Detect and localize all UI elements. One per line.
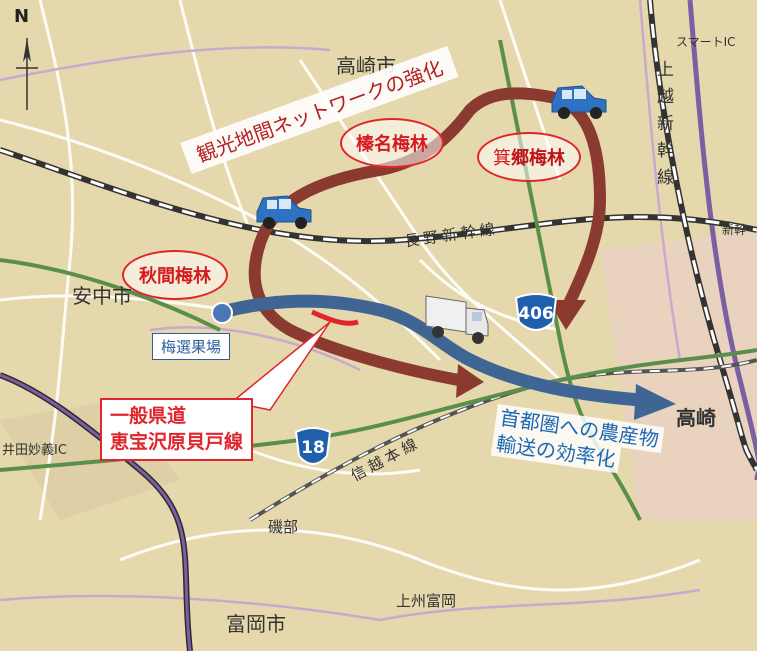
road-callout-line2: 恵宝沢原貝戸線 xyxy=(110,430,244,453)
logistics-route xyxy=(215,294,647,407)
city-takasaki: 高崎 xyxy=(676,406,716,430)
plum-grove-haruna: 榛名梅林 xyxy=(340,118,444,168)
city-annaka: 安中市 xyxy=(72,284,132,308)
facility-dot xyxy=(211,302,233,324)
rail-joetsu-shinkansen: 上越新幹線 xyxy=(653,60,673,195)
logistics-arrowhead xyxy=(634,384,676,420)
plum-grove-minowa: 箕郷梅林 xyxy=(477,132,581,182)
road-callout-line1: 一般県道 xyxy=(110,405,187,427)
tourism-arrowhead-2 xyxy=(456,364,484,398)
truck-icon xyxy=(425,295,489,344)
ic-smart: スマートIC xyxy=(676,35,736,49)
car-icon xyxy=(551,85,607,119)
city-tomioka: 富岡市 xyxy=(226,612,286,636)
route-shield-icon xyxy=(294,427,332,465)
road-callout: 一般県道 恵宝沢原貝戸線 xyxy=(100,398,254,462)
north-arrow-icon xyxy=(16,38,38,110)
place-isobe: 磯部 xyxy=(268,518,299,536)
route-18-label: 18 xyxy=(301,438,325,458)
plum-grove-minowa-label: 郷梅林 xyxy=(511,148,565,169)
car-icon xyxy=(256,195,312,229)
ic-idamyogi: 井田妙義IC xyxy=(2,443,67,458)
route-406-label: 406 xyxy=(518,304,554,324)
plum-grove-akima-label: 秋間梅林 xyxy=(139,266,211,287)
station-shinkansen: 新幹 xyxy=(722,223,747,237)
route-shield-406: 406 xyxy=(513,292,559,336)
route-shield-18: 18 xyxy=(293,426,333,470)
north-label: N xyxy=(14,6,30,27)
plum-grove-haruna-label: 榛名梅林 xyxy=(356,134,428,155)
target-road-segment xyxy=(310,309,359,326)
plum-grove-akima: 秋間梅林 xyxy=(122,250,228,300)
facility-label: 梅選果場 xyxy=(152,333,231,360)
tourism-arrowhead xyxy=(548,300,586,330)
route-shield-icon xyxy=(514,293,558,331)
station-joshu-tomioka: 上州富岡 xyxy=(396,592,457,610)
plum-grove-minowa-prefix: 箕 xyxy=(493,148,511,169)
